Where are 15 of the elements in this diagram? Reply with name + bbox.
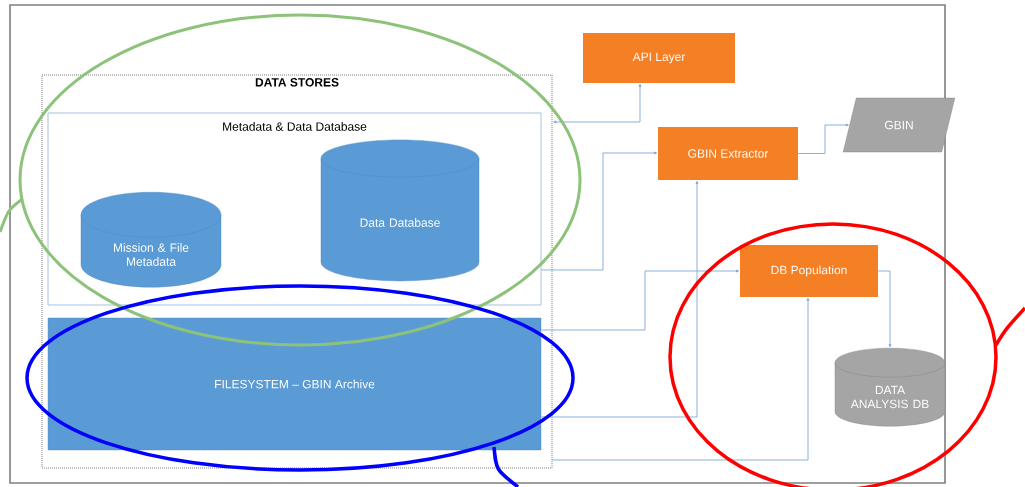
archive-box: FILESYSTEM – GBIN Archive [47, 317, 542, 451]
arrow [540, 269, 740, 331]
arrow [797, 123, 849, 154]
process-box: API Layer [583, 33, 735, 83]
process-box: DB Population [740, 245, 878, 297]
arrow [541, 151, 658, 271]
data-parallelogram: GBIN [842, 97, 956, 153]
database-cylinder: Mission & File Metadata [80, 192, 222, 288]
arrow [553, 83, 642, 124]
database-cylinder: DATA ANALYSIS DB [834, 347, 946, 427]
process-box: GBIN Extractor [658, 127, 798, 180]
arrow [877, 270, 892, 348]
arrow [540, 180, 699, 418]
database-cylinder: Data Database [320, 139, 480, 282]
arrow [552, 297, 810, 461]
